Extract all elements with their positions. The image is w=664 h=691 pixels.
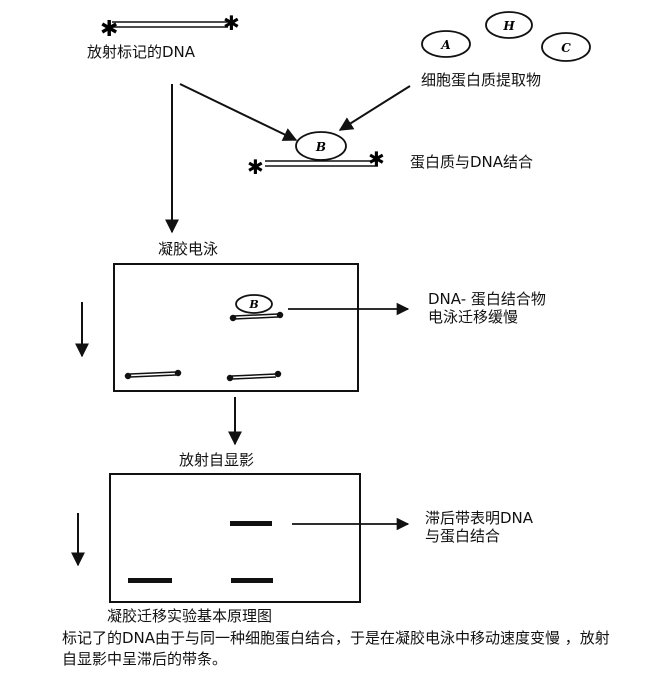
labeled-dna-top <box>112 21 228 28</box>
label-complex-line2: 电泳迁移缓慢 <box>428 308 519 326</box>
label-radiolabeled-dna: 放射标记的DNA <box>87 43 196 61</box>
free-dna-band-right <box>226 370 282 382</box>
protein-b-gel <box>235 294 273 314</box>
label-cell-protein-extract: 细胞蛋白质提取物 <box>421 71 542 89</box>
shifted-dna-band <box>229 311 284 322</box>
figure-title: 凝胶迁移实验基本原理图 <box>107 607 273 625</box>
protein-a <box>421 30 471 58</box>
label-gel-electrophoresis: 凝胶电泳 <box>158 240 219 258</box>
protein-c <box>541 32 591 62</box>
radioactive-star-icon: ✱ <box>100 17 118 42</box>
radioactive-star-icon: ✱ <box>368 147 385 171</box>
protein-a-letter: A <box>440 38 450 52</box>
label-lagging-line2: 与蛋白结合 <box>425 527 501 545</box>
protein-h <box>485 11 533 39</box>
label-complex-line1: DNA- 蛋白结合物 <box>428 290 546 308</box>
protein-h-letter: H <box>502 19 515 33</box>
label-lagging-line1: 滞后带表明DNA <box>425 509 534 527</box>
free-dna-band-left <box>124 369 182 380</box>
protein-b-bound <box>295 131 347 161</box>
protein-c-letter: C <box>561 41 571 55</box>
label-autoradiography: 放射自显影 <box>179 451 255 469</box>
radioactive-star-icon: ✱ <box>247 155 264 179</box>
free-band-left <box>128 578 172 583</box>
bound-dna <box>265 160 378 167</box>
protein-b-gel-letter: B <box>248 298 258 311</box>
lagging-band <box>230 521 272 526</box>
protein-b-letter: B <box>315 140 326 154</box>
gel-box-autoradiograph <box>109 473 361 603</box>
free-band-right <box>231 578 273 583</box>
label-protein-dna-binding: 蛋白质与DNA结合 <box>410 153 534 171</box>
figure-caption: 标记了的DNA由于与同一种细胞蛋白结合，于是在凝胶电泳中移动速度变慢 ，放射自显… <box>62 629 610 668</box>
radioactive-star-icon: ✱ <box>223 11 240 35</box>
arrow-dna-to-binding <box>179 83 298 141</box>
gel-box-electrophoresis <box>113 263 359 392</box>
arrow-extract-to-binding <box>338 85 411 131</box>
